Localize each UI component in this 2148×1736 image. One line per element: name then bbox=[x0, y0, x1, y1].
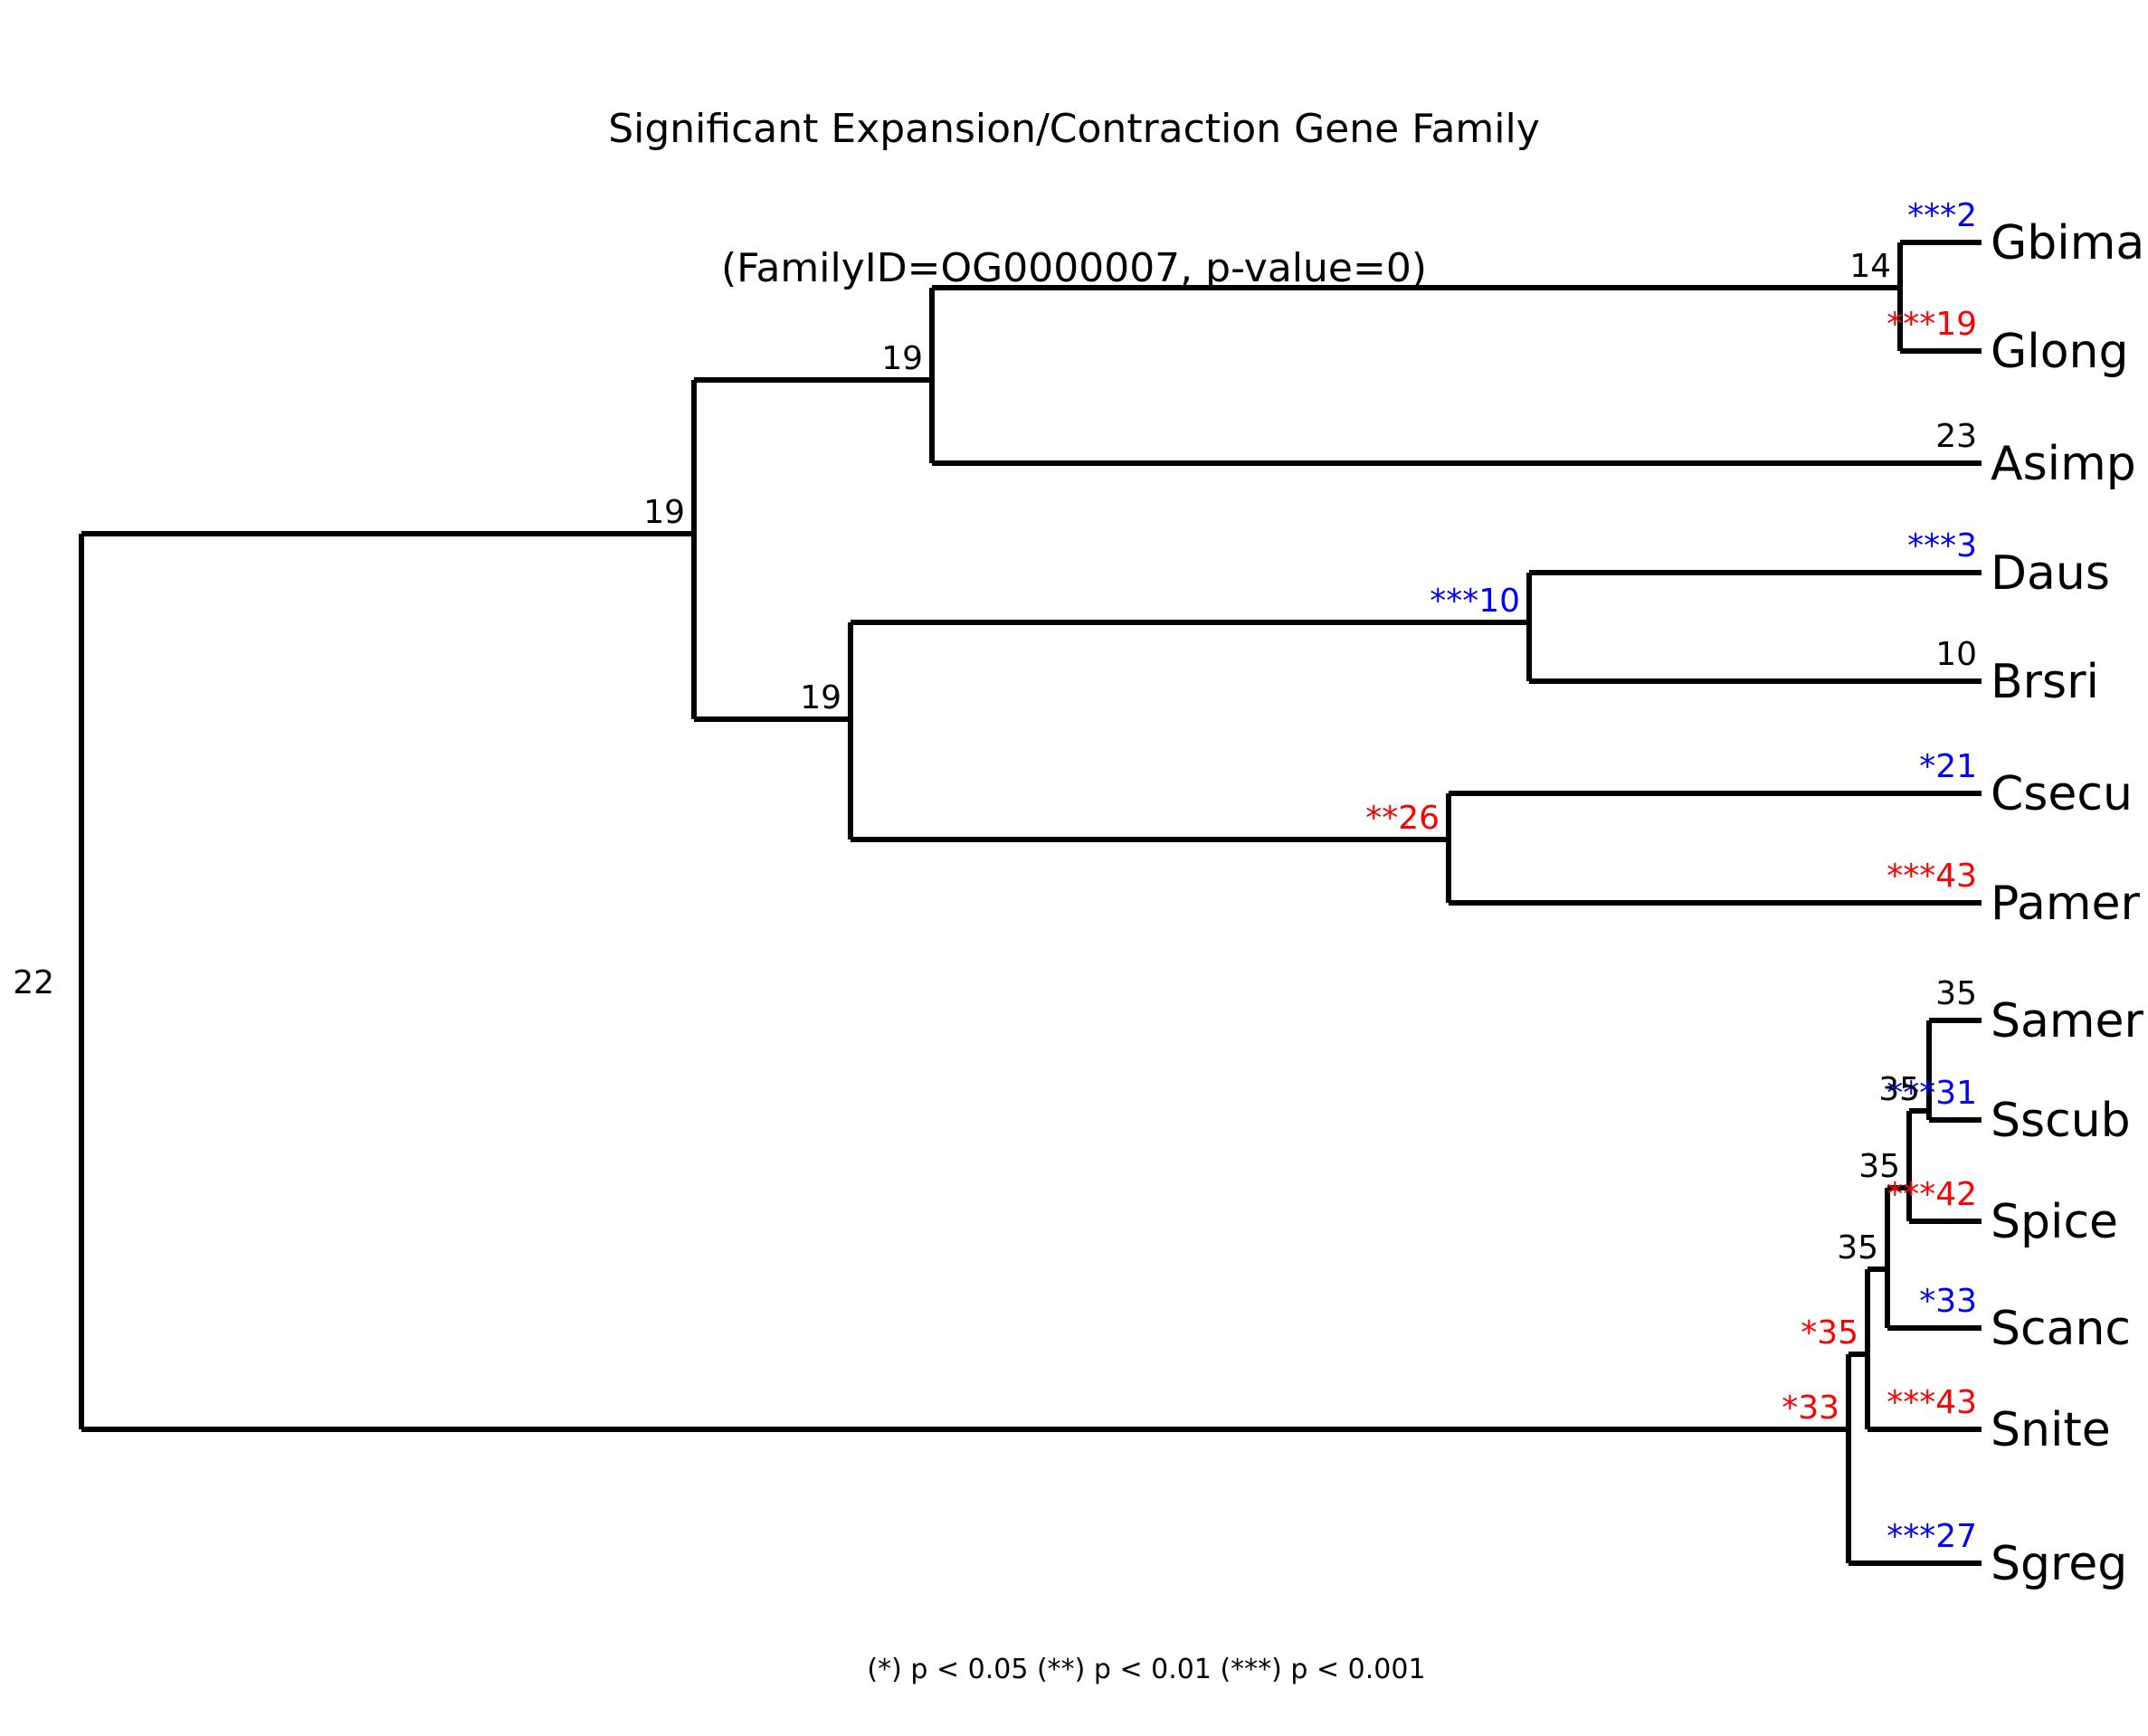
tip-label-glong: Glong bbox=[1991, 325, 2129, 379]
tip-count-samer: 35 bbox=[1935, 975, 1977, 1012]
title-line-1: Significant Expansion/Contraction Gene F… bbox=[608, 105, 1540, 152]
tip-count-snite: ***43 bbox=[1887, 1384, 1977, 1421]
tip-count-daus: ***3 bbox=[1907, 527, 1977, 564]
tip-count-sscub: ***31 bbox=[1887, 1075, 1977, 1112]
tip-count-asimp: 23 bbox=[1935, 418, 1977, 455]
tip-count-glong: ***19 bbox=[1887, 306, 1977, 343]
tip-label-csecu: Csecu bbox=[1991, 767, 2133, 821]
tip-label-pamer: Pamer bbox=[1991, 877, 2141, 931]
tip-count-scanc: *33 bbox=[1919, 1283, 1977, 1320]
tip-label-sgreg: Sgreg bbox=[1991, 1537, 2127, 1591]
tip-count-sgreg: ***27 bbox=[1887, 1518, 1977, 1555]
node-count-samer-spice: 35 bbox=[1858, 1148, 1900, 1185]
node-count-skink-clade: *33 bbox=[1782, 1390, 1839, 1427]
tip-count-spice: ***42 bbox=[1887, 1176, 1977, 1213]
node-count-daus-brsri: ***10 bbox=[1430, 583, 1520, 620]
tip-label-sscub: Sscub bbox=[1991, 1094, 2131, 1148]
page-title: Significant Expansion/Contraction Gene F… bbox=[0, 13, 2148, 385]
node-count-csecu-pamer: **26 bbox=[1365, 800, 1440, 837]
title-line-2: (FamilyID=OG0000007, p-value=0) bbox=[721, 245, 1427, 292]
node-count-gekko-asimp: 19 bbox=[881, 340, 923, 377]
tip-label-snite: Snite bbox=[1991, 1403, 2111, 1457]
node-count-samer-snite: *35 bbox=[1801, 1314, 1858, 1352]
tip-label-gbima: Gbima bbox=[1991, 216, 2144, 270]
significance-legend: (*) p < 0.05 (**) p < 0.01 (***) p < 0.0… bbox=[0, 1654, 2148, 1685]
tip-count-gbima: ***2 bbox=[1907, 197, 1977, 234]
tip-label-brsri: Brsri bbox=[1991, 655, 2099, 709]
tip-label-scanc: Scanc bbox=[1991, 1302, 2131, 1356]
node-count-daus-pamer: 19 bbox=[800, 679, 841, 716]
tip-count-csecu: *21 bbox=[1919, 748, 1977, 785]
node-count-gbima-glong: 14 bbox=[1849, 248, 1891, 285]
node-count-upper: 19 bbox=[643, 494, 685, 531]
tip-count-pamer: ***43 bbox=[1887, 858, 1977, 895]
tip-count-brsri: 10 bbox=[1935, 636, 1977, 673]
tip-label-asimp: Asimp bbox=[1991, 437, 2136, 491]
node-count-samer-sscub: 35 bbox=[1878, 1071, 1920, 1108]
significance-legend-text: (*) p < 0.05 (**) p < 0.01 (***) p < 0.0… bbox=[867, 1654, 1426, 1685]
tip-label-samer: Samer bbox=[1991, 994, 2144, 1048]
node-count-root: 22 bbox=[13, 964, 54, 1001]
tip-label-daus: Daus bbox=[1991, 546, 2110, 601]
node-count-samer-scanc: 35 bbox=[1837, 1229, 1878, 1266]
tip-label-spice: Spice bbox=[1991, 1195, 2118, 1249]
